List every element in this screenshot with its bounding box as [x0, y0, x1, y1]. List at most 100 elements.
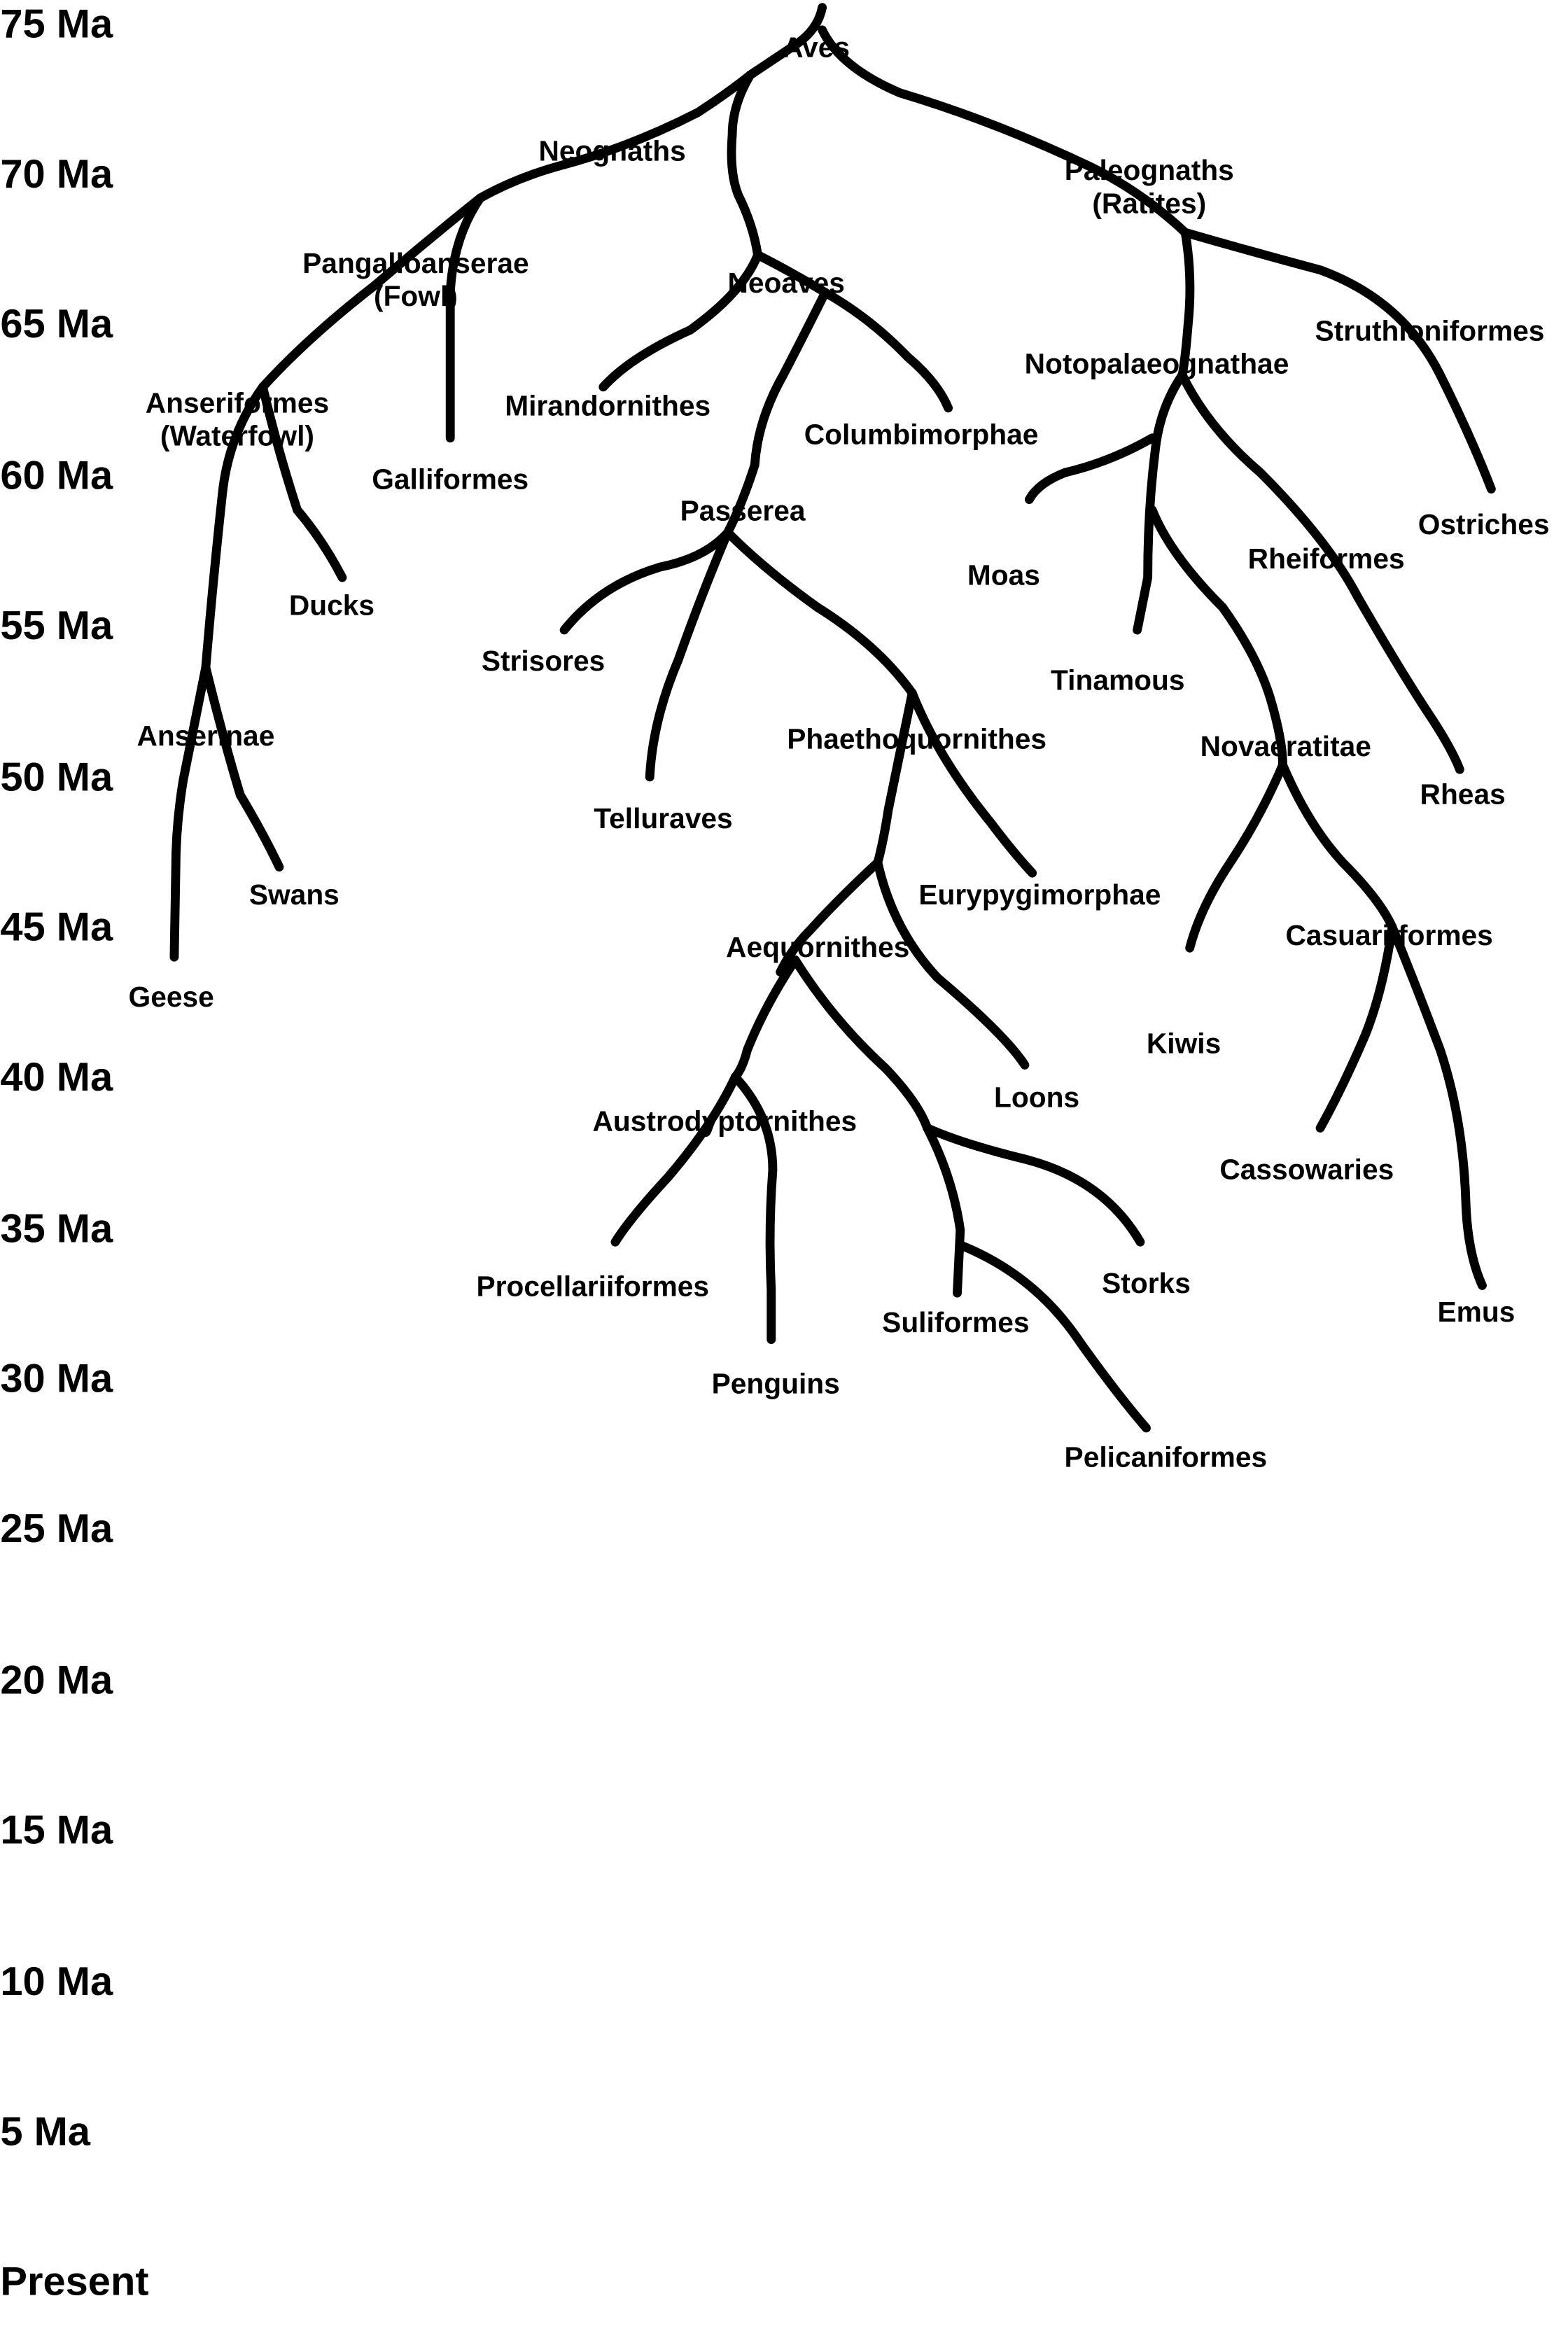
tick-45-ma: 45 Ma [0, 905, 113, 950]
branch-austrodyptornithes-stem [730, 955, 800, 1082]
label-fowl: (Fowl) [374, 280, 458, 312]
branch-aequornithes-inner [776, 858, 883, 976]
label-neognaths: Neognaths [538, 134, 685, 167]
tick-75-ma: 75 Ma [0, 2, 113, 47]
branch-kiwis [1185, 760, 1287, 953]
branch-moas [1024, 433, 1157, 504]
branch-rheiformes-stem [1177, 370, 1363, 602]
label-tinamous: Tinamous [1051, 664, 1185, 696]
label-austrodyptornithes: Austrodyptornithes [593, 1105, 858, 1138]
clade-labels: Aves Neognaths Paleognaths (Ratites) Pan… [129, 31, 1550, 1473]
label-rheas: Rheas [1420, 778, 1506, 811]
label-ratites: (Ratites) [1092, 187, 1206, 219]
label-galliformes: Galliformes [372, 463, 528, 496]
label-eurypygimorphae: Eurypygimorphae [918, 878, 1161, 911]
tree-branches [169, 3, 1496, 1433]
branch-penguins [730, 1072, 778, 1344]
label-swans: Swans [249, 878, 340, 911]
label-casuariiformes: Casuariiformes [1285, 919, 1492, 951]
label-emus: Emus [1438, 1296, 1516, 1328]
branch-neoaves-right [753, 250, 830, 298]
branch-tinamous-stem [1133, 370, 1187, 635]
branch-telluraves [645, 528, 733, 782]
label-anseriformes: Anseriformes [146, 386, 329, 419]
tick-50-ma: 50 Ma [0, 755, 113, 799]
label-novaeratitae: Novaeratitae [1200, 730, 1371, 762]
branch-galliformes [445, 193, 485, 443]
label-penguins: Penguins [712, 1368, 840, 1400]
branch-columbimorphae [820, 288, 953, 413]
tick-65-ma: 65 Ma [0, 302, 113, 346]
branch-eurypygimorphae [907, 688, 1037, 878]
branch-pelicaniformes [955, 1240, 1151, 1433]
branch-phaethoquornithes-stem [723, 528, 917, 698]
branch-pangalloanserae [258, 193, 485, 392]
label-notopalaeognathae: Notopalaeognathae [1025, 348, 1289, 380]
label-strisores: Strisores [482, 645, 605, 677]
branch-suliformes-stem [790, 955, 932, 1133]
branch-cassowaries [1315, 922, 1397, 1133]
tick-10-ma: 10 Ma [0, 1959, 113, 2004]
branch-strisores [559, 528, 733, 635]
label-procellariiformes: Procellariiformes [477, 1270, 710, 1302]
branch-ducks [258, 382, 347, 582]
label-waterfowl: (Waterfowl) [160, 419, 314, 451]
label-aves: Aves [783, 31, 850, 63]
label-ducks: Ducks [289, 589, 374, 622]
label-ostriches: Ostriches [1418, 508, 1550, 540]
label-kiwis: Kiwis [1147, 1027, 1221, 1059]
branch-loons [873, 858, 1030, 1070]
branch-aves-stem [746, 3, 827, 80]
label-pelicaniformes: Pelicaniformes [1065, 1441, 1268, 1474]
label-rheiformes: Rheiformes [1248, 542, 1405, 575]
branch-neognaths [475, 70, 755, 203]
label-suliformes: Suliformes [882, 1306, 1029, 1338]
label-neoaves: Neoaves [727, 267, 844, 299]
branch-casuariiformes-stem [1278, 760, 1397, 932]
tick-20-ma: 20 Ma [0, 1658, 113, 1702]
label-columbimorphae: Columbimorphae [804, 418, 1039, 450]
label-cassowaries: Cassowaries [1219, 1153, 1394, 1185]
label-paleognaths: Paleognaths [1065, 154, 1234, 186]
label-loons: Loons [994, 1081, 1079, 1113]
label-phaethoquornithes: Phaethoquornithes [787, 722, 1046, 755]
branch-notopalaeognathae-stem [1177, 227, 1195, 380]
tick-30-ma: 30 Ma [0, 1357, 113, 1401]
branch-geese [169, 663, 211, 962]
branch-novaeratitae-stem [1147, 505, 1287, 770]
branch-mirandornithes [598, 250, 762, 392]
tick-60-ma: 60 Ma [0, 454, 113, 498]
label-storks: Storks [1102, 1267, 1191, 1299]
label-anserinae: Anserinae [137, 720, 275, 752]
label-mirandornithes: Mirandornithes [505, 390, 710, 422]
tick-25-ma: 25 Ma [0, 1506, 113, 1551]
tick-70-ma: 70 Ma [0, 152, 113, 197]
branch-procellariiformes [610, 1072, 740, 1247]
label-moas: Moas [967, 559, 1040, 592]
tick-5-ma: 5 Ma [0, 2109, 90, 2154]
label-geese: Geese [129, 981, 214, 1013]
branch-passerea-stem [723, 288, 830, 538]
branch-anseriformes [201, 382, 267, 672]
branch-rheas [1353, 592, 1464, 774]
time-axis: 75 Ma 70 Ma 65 Ma 60 Ma 55 Ma 50 Ma 45 M… [0, 2, 148, 2304]
tick-present: Present [0, 2260, 148, 2304]
branch-neoaves-stem [727, 70, 762, 260]
tick-35-ma: 35 Ma [0, 1206, 113, 1251]
label-struthioniformes: Struthioniformes [1315, 314, 1545, 346]
label-aequornithes: Aequornithes [726, 931, 909, 963]
branch-swans [201, 663, 284, 872]
branch-paleognaths [818, 25, 1190, 237]
label-passerea: Passerea [680, 495, 806, 527]
label-telluraves: Telluraves [594, 802, 732, 834]
branch-emus [1387, 922, 1487, 1290]
branch-suliformes [923, 1124, 965, 1298]
label-pangalloanserae: Pangalloanserae [302, 247, 529, 279]
branch-struthioniformes [1180, 227, 1496, 493]
branch-aequornithes-stem [873, 688, 917, 867]
tick-40-ma: 40 Ma [0, 1055, 113, 1100]
branch-storks [923, 1124, 1145, 1247]
tick-55-ma: 55 Ma [0, 603, 113, 648]
